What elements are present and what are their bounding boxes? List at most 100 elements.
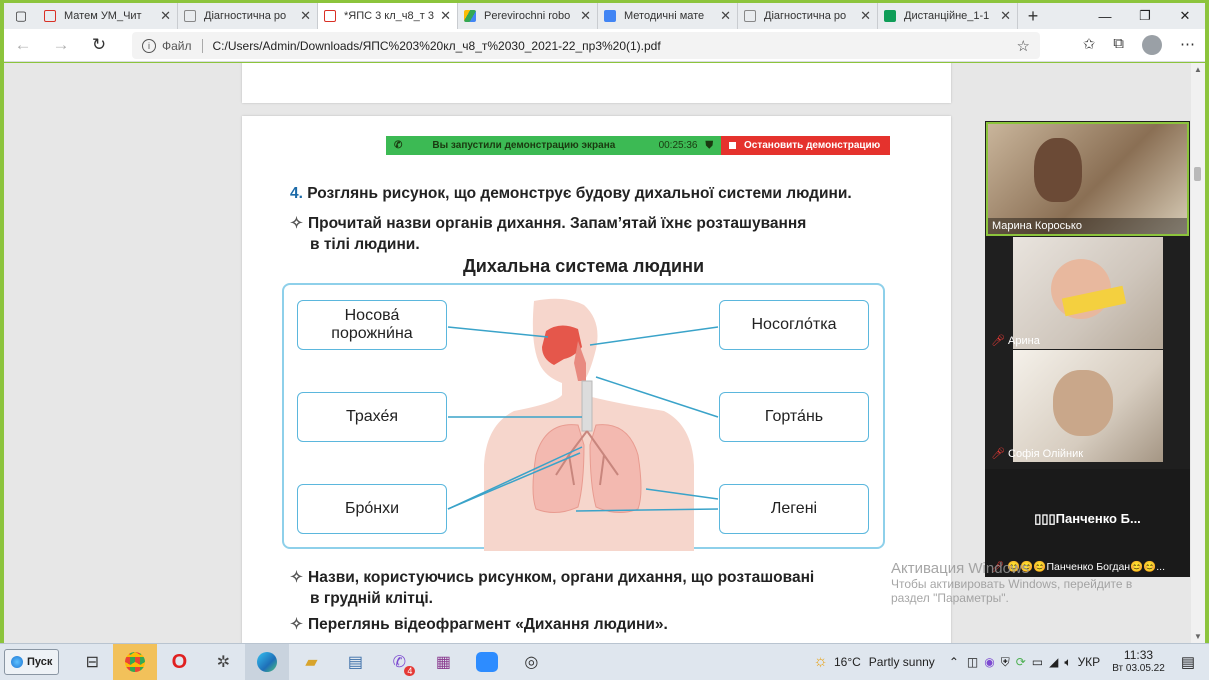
winrar-icon[interactable]: ▦	[435, 654, 451, 671]
wifi-icon[interactable]: ◢	[1049, 655, 1059, 669]
minimize-icon[interactable]: —	[1098, 8, 1112, 24]
update-tray-icon[interactable]: ⟳	[1015, 655, 1026, 669]
refresh-icon[interactable]: ↻	[91, 35, 107, 54]
notifications-icon[interactable]: ▤	[1180, 654, 1195, 671]
start-button[interactable]: Пуск	[4, 649, 60, 675]
close-icon[interactable]: ✕	[1000, 8, 1011, 23]
activation-watermark: Активация Windows Чтобы активировать Win…	[891, 560, 1181, 605]
tab-title: Діагностична ро	[764, 10, 847, 22]
new-tab-button[interactable]: +	[1027, 5, 1039, 26]
arrow-bronchi-1	[447, 446, 583, 510]
clock[interactable]: 11:33 Вт 03.05.22	[1112, 648, 1165, 676]
shield-icon: ⛊	[705, 140, 714, 151]
stop-share-label: Остановить демонстрацию	[744, 140, 881, 151]
edge-icon[interactable]	[245, 643, 290, 680]
stop-share-button[interactable]: Остановить демонстрацию	[721, 136, 890, 155]
task-read: ✧Прочитай назви органів дихання. Запам’я…	[290, 213, 890, 255]
tab-active[interactable]: *ЯПС 3 кл_ч8_т 3 ✕	[318, 3, 458, 29]
diamond-icon: ✧	[290, 569, 303, 586]
language-indicator[interactable]: УКР	[1077, 655, 1101, 669]
tab-actions-icon[interactable]: ▢	[14, 8, 28, 23]
back-icon[interactable]: ←	[14, 35, 32, 54]
viber-tray-icon[interactable]: ◉	[984, 655, 995, 669]
document-icon	[744, 10, 756, 22]
close-icon[interactable]: ✕	[440, 8, 451, 23]
tab[interactable]: Діагностична ро ✕	[738, 3, 878, 29]
participant-tile-active[interactable]: Марина Коросько	[986, 122, 1189, 236]
participant-tile[interactable]	[1013, 237, 1163, 349]
arrow-lungs-1	[575, 508, 719, 512]
tab-title: Діагностична ро	[204, 10, 287, 22]
image-viewer-icon[interactable]: ▤	[347, 654, 363, 671]
chrome-icon[interactable]	[113, 643, 158, 680]
volume-icon[interactable]: 🔈︎	[1064, 654, 1072, 669]
pdf-page: ✆ Вы запустили демонстрацию экрана 00:25…	[242, 116, 951, 643]
zoom-icon[interactable]	[465, 644, 509, 680]
favorites-icon[interactable]: ✩	[1082, 36, 1096, 53]
tab[interactable]: Матем УМ_Чит ✕	[38, 3, 178, 29]
add-favorite-icon[interactable]: ☆	[1016, 37, 1030, 55]
participant-tile[interactable]	[1013, 350, 1163, 462]
stop-icon	[729, 142, 736, 149]
google-sheets-icon	[884, 10, 896, 22]
close-icon[interactable]: ✕	[580, 8, 591, 23]
security-tray-icon[interactable]: ⛨	[1000, 654, 1010, 669]
tab[interactable]: Perevirochni robo ✕	[458, 3, 598, 29]
task-text: в грудній клітці.	[310, 590, 433, 607]
share-status-text: Вы запустили демонстрацию экрана	[432, 140, 616, 151]
url-text[interactable]: C:/Users/Admin/Downloads/ЯПС%203%20кл_ч8…	[212, 38, 661, 53]
window-close-icon[interactable]: ✕	[1179, 8, 1191, 23]
task-view-icon[interactable]: ⊟	[85, 654, 100, 671]
arrow-lungs-2	[645, 488, 719, 500]
tray-expand-icon[interactable]: ⌃	[948, 655, 959, 669]
tab-title: Дистанційне_1-1	[904, 10, 990, 22]
watermark-title: Активация Windows	[891, 560, 1030, 577]
opera-icon[interactable]: O	[171, 650, 188, 673]
more-menu-icon[interactable]: ⋯	[1180, 36, 1195, 53]
viber-icon[interactable]: ✆4	[377, 652, 421, 676]
diagram-title: Дихальна система людини	[462, 256, 705, 276]
share-status: ✆ Вы запустили демонстрацию экрана 00:25…	[386, 136, 721, 155]
tray-app-icon[interactable]: ◫	[966, 655, 979, 669]
address-bar: ← → ↻ i Файл C:/Users/Admin/Downloads/ЯП…	[4, 29, 1205, 62]
close-icon[interactable]: ✕	[720, 8, 731, 23]
google-docs-icon	[604, 10, 616, 22]
scrollbar[interactable]: ▲ ▼	[1191, 63, 1205, 643]
info-icon[interactable]: i	[142, 38, 156, 53]
tab[interactable]: Дистанційне_1-1 ✕	[878, 3, 1018, 29]
notification-badge: 4	[404, 666, 416, 676]
collections-icon[interactable]: ⧉	[1113, 35, 1124, 52]
participant-tile[interactable]: ▯▯▯Панченко Б... 🎤︎ 😊😊😊Панченко Богдан😊😊…	[985, 469, 1190, 577]
arrow-bronchi-2	[447, 452, 581, 510]
left-lung-shape	[532, 424, 585, 513]
network-app-icon[interactable]: ✲	[216, 654, 231, 671]
close-icon[interactable]: ✕	[160, 8, 171, 23]
task-text: Назви, користуючись рисунком, органи дих…	[308, 569, 815, 586]
weather-temp[interactable]: 16°C	[833, 655, 861, 669]
task-4: 4. Розглянь рисунок, що демонструє будов…	[290, 183, 852, 204]
media-player-icon[interactable]: ◎	[524, 654, 539, 671]
phone-icon: ✆	[394, 140, 403, 151]
trachea-shape	[581, 380, 593, 432]
restore-icon[interactable]: ❐	[1139, 8, 1151, 23]
profile-avatar[interactable]	[1142, 35, 1162, 55]
scroll-down-icon[interactable]: ▼	[1194, 632, 1202, 641]
tab[interactable]: Методичні мате ✕	[598, 3, 738, 29]
weather-text[interactable]: Partly sunny	[868, 655, 935, 669]
close-icon[interactable]: ✕	[860, 8, 871, 23]
close-icon[interactable]: ✕	[300, 8, 311, 23]
battery-icon[interactable]: ▭	[1031, 655, 1044, 669]
tab[interactable]: Діагностична ро ✕	[178, 3, 318, 29]
task-text: Переглянь відеофрагмент «Дихання людини»…	[308, 616, 668, 633]
file-explorer-icon[interactable]: ▰	[305, 654, 318, 671]
label-text: порожни́на	[331, 325, 413, 342]
scroll-thumb[interactable]	[1194, 167, 1201, 181]
pdf-icon	[324, 10, 336, 22]
arrow-nasopharynx	[589, 326, 719, 346]
diamond-icon: ✧	[290, 215, 303, 232]
scroll-up-icon[interactable]: ▲	[1194, 65, 1202, 74]
forward-icon[interactable]: →	[52, 35, 70, 54]
windows-logo-icon	[11, 656, 23, 668]
weather-sun-icon[interactable]: ☼	[813, 653, 828, 670]
url-field[interactable]: i Файл C:/Users/Admin/Downloads/ЯПС%203%…	[132, 32, 1040, 59]
